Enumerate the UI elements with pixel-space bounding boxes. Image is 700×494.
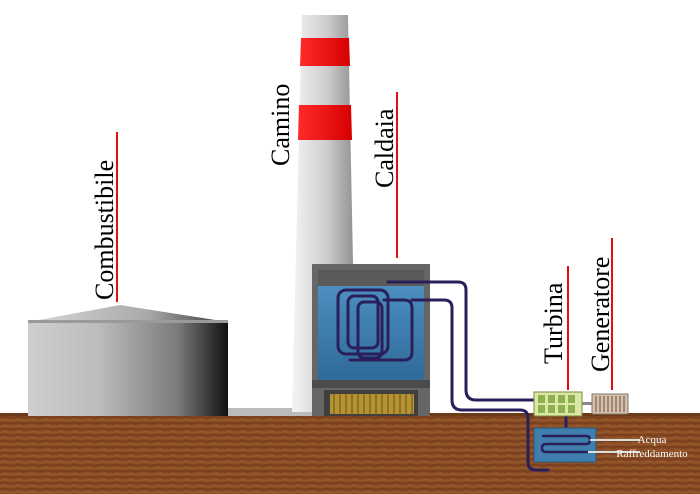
label-lines	[116, 92, 613, 390]
fuel-tank	[28, 305, 228, 416]
chimney-label: Camino	[266, 83, 295, 166]
condenser	[533, 427, 597, 463]
generator	[591, 393, 629, 415]
cooling-water-pipes	[588, 439, 640, 453]
cooling-water-label: Acqua Raffreddamento	[606, 434, 698, 462]
steam-pipes	[336, 280, 568, 472]
fuel-label: Combustibile	[90, 159, 119, 300]
turbine-shaft	[582, 402, 592, 405]
boiler	[312, 264, 430, 416]
furnace-fuel	[330, 394, 414, 414]
turbine-label: Turbina	[539, 282, 568, 364]
cooling-label-line1: Acqua	[637, 434, 667, 446]
boiler-label: Caldaia	[370, 108, 399, 188]
cooling-label-line2: Raffreddamento	[616, 447, 688, 460]
generator-label: Generatore	[586, 256, 615, 372]
turbine	[533, 391, 583, 417]
connector-platform	[228, 408, 318, 416]
